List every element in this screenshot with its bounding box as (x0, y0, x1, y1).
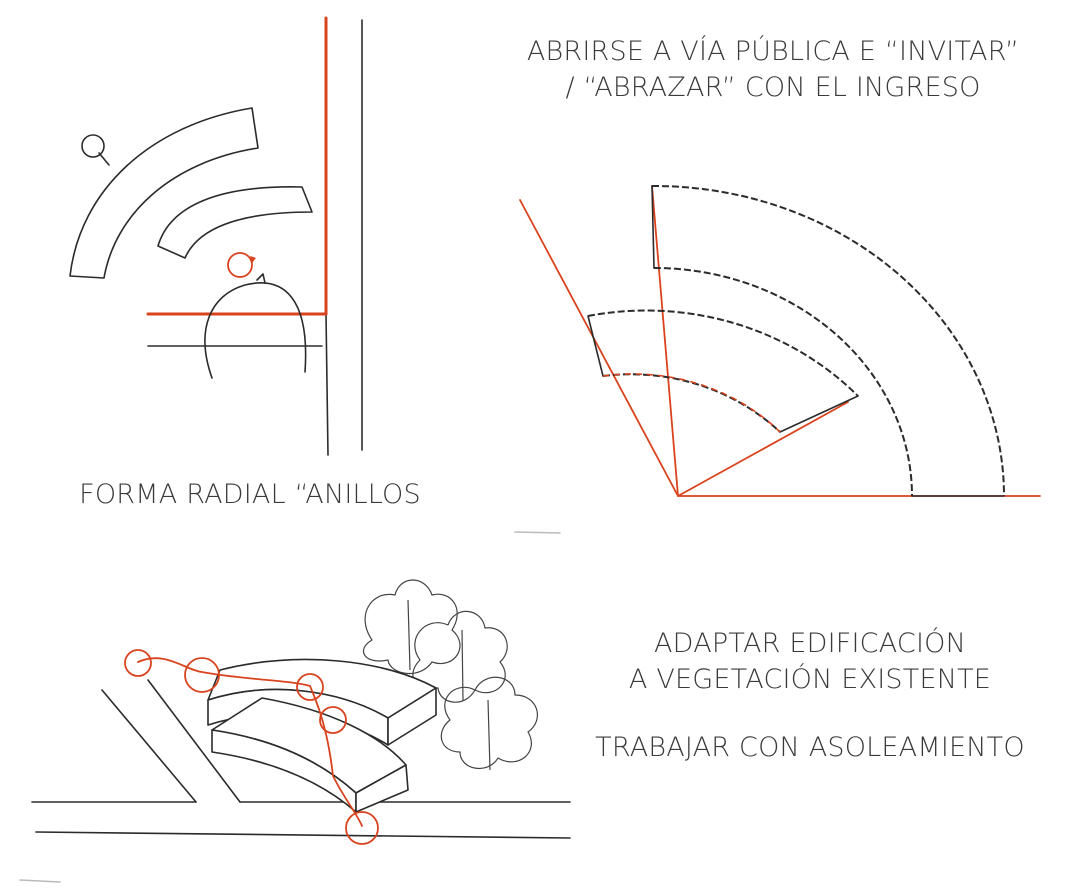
scale-mark (19, 879, 61, 883)
caption-vegetation-line3: TRABAJAR CON ASOLEAMIENTO (595, 732, 1025, 763)
inner-ring-segment (157, 186, 313, 259)
tree-trunk (407, 599, 411, 671)
radial-rings-sketch (69, 16, 363, 456)
road-edge-bottom (35, 831, 571, 839)
scale-mark (514, 531, 561, 534)
tree-icon (440, 676, 538, 770)
radial-line-vertical (651, 185, 679, 497)
circulation-arrow-icon (256, 273, 266, 284)
caption-vegetation-line2: A VEGETACIÓN EXISTENTE (628, 664, 992, 695)
access-road-left (101, 689, 197, 803)
outer-arc (651, 184, 1005, 497)
sun-position-icon (184, 657, 220, 693)
inner-red-arc (602, 373, 781, 433)
vegetation-massing-sketch (19, 579, 571, 883)
tree-icon (362, 579, 461, 675)
middle-ring-end-left (587, 315, 604, 377)
outer-ring-segment (69, 107, 259, 279)
sun-path-line (137, 657, 363, 827)
search-icon (81, 134, 105, 158)
caption-open-to-street: ABRIRSE A VÍA PÚBLICA E “INVITAR” / “ABR… (468, 34, 1071, 106)
caption-open-to-street-line2: / “ABRAZAR” CON EL INGRESO (565, 72, 981, 103)
caption-vegetation: ADAPTAR EDIFICACIÓN A VEGETACIÓN EXISTEN… (560, 626, 1060, 766)
circulation-arc (204, 282, 307, 379)
caption-open-to-street-line1: ABRIRSE A VÍA PÚBLICA E “INVITAR” (526, 36, 1020, 67)
sun-position-icon (319, 706, 347, 734)
tree-trunk (487, 699, 491, 771)
caption-radial-form: FORMA RADIAL “ANILLOS (30, 477, 470, 513)
radial-line-diagonal (677, 401, 849, 497)
caption-vegetation-line1: ADAPTAR EDIFICACIÓN (654, 628, 966, 659)
access-road-right (147, 679, 241, 803)
building-end-lower (355, 764, 409, 813)
tree-cluster (362, 579, 538, 771)
rotation-marker-icon (227, 252, 253, 278)
sun-position-icon (124, 649, 152, 677)
tree-trunk (461, 629, 464, 701)
search-icon-handle (98, 152, 110, 166)
middle-ring-end-right (779, 395, 859, 433)
middle-arc-inner (602, 373, 781, 433)
tree-icon (412, 610, 508, 703)
outer-ring-end-top (651, 185, 655, 269)
sun-position-icon (345, 811, 379, 845)
radial-line-outer (519, 199, 679, 497)
middle-arc-outer (587, 309, 859, 397)
quarter-circle-entrance-sketch (514, 184, 1041, 534)
building-end-upper (387, 687, 437, 746)
caption-radial-form-text: FORMA RADIAL “ANILLOS (79, 479, 421, 510)
street-edge-vertical (325, 313, 329, 456)
rotation-arrowhead-icon (250, 256, 256, 263)
sun-position-icon (296, 673, 324, 701)
